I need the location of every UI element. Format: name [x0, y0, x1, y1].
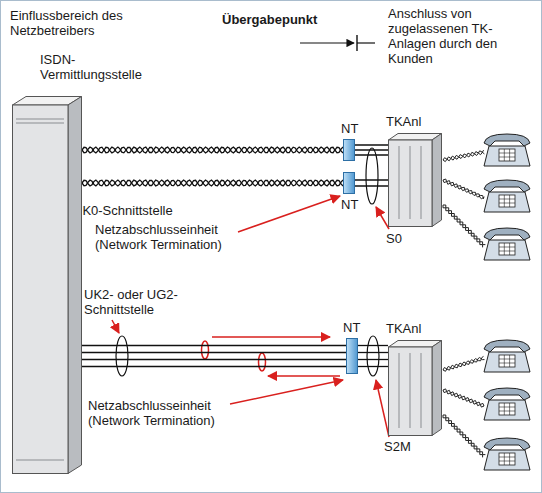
- cord-strand: [443, 389, 484, 406]
- wire-line: [82, 359, 346, 360]
- cord-strand: [443, 415, 485, 455]
- box-side: [432, 341, 442, 436]
- tower-shape: [12, 96, 82, 474]
- box-front: [13, 105, 69, 474]
- pbx-box: TKAnl: [388, 133, 442, 227]
- nt-box: [344, 173, 355, 194]
- text-label: Anschluss von zugelassenen TK-Anlagen du…: [388, 6, 534, 66]
- telephones: [484, 134, 530, 470]
- nt-shape: [346, 338, 358, 374]
- box-detail: [399, 353, 421, 428]
- tk-shape: [388, 133, 442, 227]
- wire-line: [355, 144, 388, 145]
- box-side: [68, 97, 82, 474]
- cable-connector: [355, 180, 388, 186]
- text-label: Einflussbereich des Netzbetreibers: [10, 8, 135, 38]
- text-label: UK2- oder UG2- Schnittstelle: [84, 287, 214, 317]
- nt-box: [347, 339, 358, 374]
- wire-axis: [82, 149, 343, 150]
- nt-shape: [343, 139, 355, 161]
- exchange-tower: ISDN- Vermittlungsstelle: [12, 96, 82, 474]
- box-front: [389, 347, 433, 436]
- wire-line: [82, 366, 346, 367]
- wire-line: [355, 149, 388, 150]
- wire-line: [358, 352, 388, 353]
- wire-axis: [82, 182, 343, 183]
- transfer-point-marker: [300, 35, 375, 51]
- node-heading: NT: [341, 197, 358, 212]
- text-label: Übergabepunkt: [222, 12, 317, 27]
- wire-line: [355, 154, 388, 155]
- nt-shape: [343, 172, 355, 194]
- nt-box: [344, 140, 355, 161]
- pbx-box: TKAnl: [388, 340, 442, 436]
- text-label: S2M: [384, 439, 411, 454]
- box-detail: [399, 146, 421, 219]
- node-heading: TKAnl: [386, 321, 421, 336]
- box-front: [389, 140, 433, 227]
- text-label: UK0-Schnittstelle: [73, 203, 173, 218]
- twisted-wire: [82, 180, 343, 186]
- text-label: S0: [386, 231, 402, 246]
- node-heading: NT: [341, 121, 358, 136]
- wire-line: [358, 366, 388, 367]
- network-termination-box: NT: [343, 172, 355, 194]
- node-heading: ISDN- Vermittlungsstelle: [40, 52, 165, 82]
- node-heading: TKAnl: [386, 114, 421, 129]
- network-termination-box: NT: [346, 338, 358, 374]
- box-side: [432, 134, 442, 227]
- cord-strand: [443, 180, 485, 199]
- cord-strand: [443, 205, 485, 245]
- wire-line: [82, 352, 346, 353]
- box-detail: [16, 119, 64, 460]
- cord-strand: [443, 179, 484, 199]
- node-heading: NT: [343, 320, 360, 335]
- cable-connector: [358, 346, 388, 367]
- cable-connector: [82, 346, 346, 367]
- twisted-wire: [82, 180, 343, 186]
- cord-strand: [443, 150, 484, 161]
- tk-shape: [388, 340, 442, 436]
- text-label: Netzabschlusseinheit (Network Terminatio…: [88, 398, 238, 428]
- cord-strand: [443, 151, 484, 162]
- twisted-wire: [82, 147, 343, 153]
- cable-connector: [82, 147, 343, 153]
- cord-strand: [443, 356, 484, 370]
- cable-connector: [355, 145, 388, 155]
- text-label: Netzabschlusseinheit (Network Terminatio…: [95, 222, 245, 252]
- twisted-wire: [82, 147, 343, 153]
- wire-line: [358, 359, 388, 360]
- cable-connector: [82, 180, 343, 186]
- wire-line: [358, 345, 388, 346]
- cord-strand: [443, 390, 484, 407]
- wire-line: [355, 185, 388, 186]
- cord-strand: [443, 358, 485, 372]
- phone-cords: [443, 150, 485, 457]
- network-termination-box: NT: [343, 139, 355, 161]
- wire-line: [355, 179, 388, 180]
- wire-line: [82, 345, 346, 346]
